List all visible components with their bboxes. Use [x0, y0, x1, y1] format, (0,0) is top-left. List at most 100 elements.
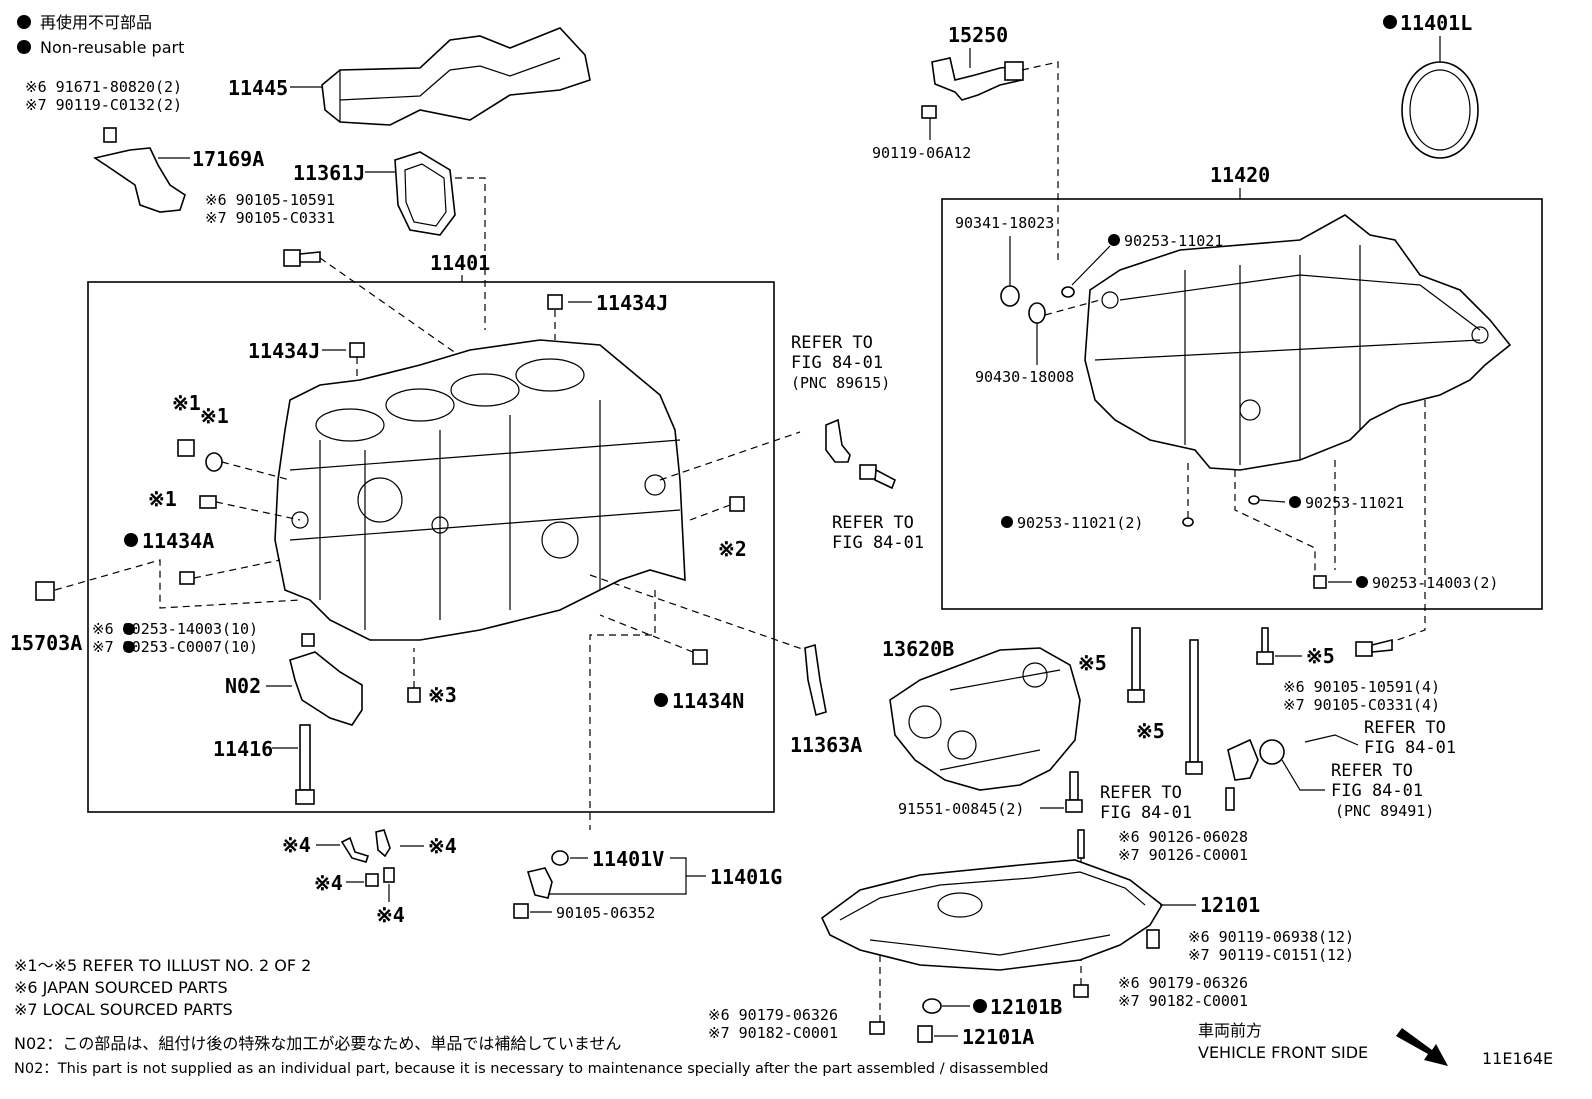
label-90105-10591-4: ※6 90105-10591(4)	[1283, 678, 1440, 696]
pin-ref3	[407, 687, 421, 703]
label-90179-06326-left: ※6 90179-06326	[708, 1006, 838, 1024]
label-11401: 11401	[430, 251, 490, 275]
label-90119-06A12: 90119-06A12	[872, 144, 971, 162]
label-ref5-b: ※5	[1136, 719, 1165, 743]
label-90253-11021-a: 90253-11021	[1124, 232, 1223, 250]
pin-11434A	[179, 571, 195, 585]
direction-jp: 車両前方	[1198, 1021, 1262, 1040]
label-13620B: 13620B	[882, 637, 954, 661]
oil-pan-12101	[820, 859, 1164, 971]
plug-ref1	[177, 439, 223, 509]
bolt-90105-left	[283, 249, 321, 267]
bolt-11416	[295, 724, 315, 805]
label-90126-C0001: ※7 90126-C0001	[1118, 846, 1248, 864]
plug-90253-11021-b	[1248, 495, 1260, 505]
refer-4-line1: REFER TO	[1331, 761, 1413, 781]
bracket-ref4	[340, 829, 395, 887]
label-17169A: 17169A	[192, 147, 264, 171]
refer-2-line1: REFER TO	[832, 513, 914, 533]
label-90119-06938: ※6 90119-06938(12)	[1188, 928, 1354, 946]
pin-11434J-top	[547, 294, 563, 310]
nut-90179-right	[1073, 984, 1089, 998]
non-reusable-dot-icon	[1383, 15, 1397, 29]
label-ref1-c: ※1	[148, 487, 177, 511]
refer-5-line2: FIG 84-01	[1100, 803, 1192, 823]
plug-90253-11021-a	[1061, 286, 1075, 298]
label-90430-18008: 90430-18008	[975, 368, 1074, 386]
o-ring-11401V	[551, 850, 569, 866]
gasket-12101B	[922, 998, 942, 1014]
nut-90179-left	[869, 1021, 885, 1035]
label-90253-14003-10: ※6 90253-14003(10)	[92, 620, 258, 638]
plug-90253-11021-c	[1182, 517, 1194, 527]
label-ref4-b: ※4	[428, 834, 457, 858]
label-11434J-left: 11434J	[248, 339, 320, 363]
label-ref4-a: ※4	[282, 833, 311, 857]
note-japan-sourced: ※6 JAPAN SOURCED PARTS	[14, 978, 228, 997]
refer-3-line1: REFER TO	[1364, 718, 1446, 738]
label-90105-06352: 90105-06352	[556, 904, 655, 922]
label-ref4-c: ※4	[314, 871, 343, 895]
label-15250: 15250	[948, 23, 1008, 47]
bolt-ref5-a	[1127, 627, 1145, 703]
non-reusable-dot-icon	[123, 623, 135, 635]
label-ref1-b: ※1	[200, 404, 229, 428]
refer-1-line2: FIG 84-01	[791, 353, 883, 373]
label-90182-C0001-left: ※7 90182-C0001	[708, 1024, 838, 1042]
bolt-icon	[103, 127, 117, 143]
label-ref2: ※2	[718, 537, 747, 561]
label-91551-00845: 91551-00845(2)	[898, 800, 1024, 818]
label-11434A: 11434A	[142, 529, 214, 553]
pin-11434J-left	[349, 342, 365, 358]
label-11416: 11416	[213, 737, 273, 761]
legend-en: Non-reusable part	[40, 38, 184, 57]
label-90253-14003-2: 90253-14003(2)	[1372, 574, 1498, 592]
non-reusable-dot-icon	[1356, 576, 1368, 588]
label-90119-C0151: ※7 90119-C0151(12)	[1188, 946, 1354, 964]
cylinder-block-group-box	[87, 281, 775, 813]
label-12101A: 12101A	[962, 1025, 1034, 1049]
non-reusable-dot-icon	[17, 15, 31, 29]
label-11445: 11445	[228, 76, 288, 100]
refer-5-line1: REFER TO	[1100, 783, 1182, 803]
note-local-sourced: ※7 LOCAL SOURCED PARTS	[14, 1000, 233, 1019]
label-12101: 12101	[1200, 893, 1260, 917]
label-90341-18023: 90341-18023	[955, 214, 1054, 232]
gasket-part-11361J	[394, 151, 456, 236]
sensor-plug-small	[1225, 787, 1235, 811]
arrow-down-right-icon	[1396, 1028, 1448, 1066]
label-90126-06028: ※6 90126-06028	[1118, 828, 1248, 846]
label-ref4-d: ※4	[376, 903, 405, 927]
label-12101B: 12101B	[990, 995, 1062, 1019]
plug-90253-14003	[1313, 575, 1327, 589]
plug-15703A	[35, 581, 55, 601]
label-90105-C0331-4: ※7 90105-C0331(4)	[1283, 696, 1440, 714]
label-15703A: 15703A	[10, 631, 82, 655]
label-11401G: 11401G	[710, 865, 782, 889]
label-ref3: ※3	[428, 683, 457, 707]
label-11434J-top: 11434J	[596, 291, 668, 315]
label-11363A: 11363A	[790, 733, 862, 757]
oil-seal-11401L	[1401, 61, 1479, 159]
bolt-ref5-c	[1256, 627, 1274, 665]
label-11401L: 11401L	[1400, 11, 1472, 35]
label-11401V: 11401V	[592, 847, 664, 871]
legend: 再使用不可部品 Non-reusable part	[17, 13, 184, 57]
legend-jp: 再使用不可部品	[40, 13, 152, 32]
non-reusable-dot-icon	[1108, 234, 1120, 246]
non-reusable-dot-icon	[973, 999, 987, 1013]
drain-plug-12101A	[917, 1025, 933, 1043]
oil-control-valve-15250	[931, 57, 1024, 101]
insulator-part-11445	[321, 27, 591, 126]
label-11420: 11420	[1210, 163, 1270, 187]
label-90253-11021-c: 90253-11021(2)	[1017, 514, 1143, 532]
label-90253-11021-b: 90253-11021	[1305, 494, 1404, 512]
refer-4-line2: FIG 84-01	[1331, 781, 1423, 801]
refer-4-line3: (PNC 89491)	[1335, 802, 1434, 820]
refer-3-line2: FIG 84-01	[1364, 738, 1456, 758]
label-ref1-a: ※1	[172, 391, 201, 415]
refer-1-line3: (PNC 89615)	[791, 374, 890, 392]
non-reusable-dot-icon	[1289, 496, 1301, 508]
non-reusable-dot-icon	[124, 533, 138, 547]
